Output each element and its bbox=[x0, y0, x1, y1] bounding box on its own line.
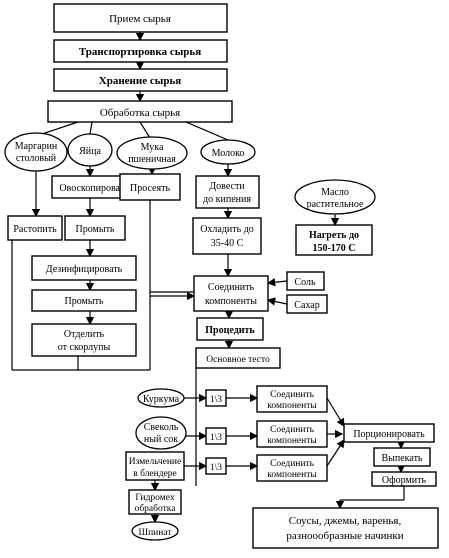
box-obrabotka-label: Обработка сырья bbox=[100, 107, 180, 119]
box-priem-label: Прием сырья bbox=[109, 13, 171, 25]
ellipse-maslo-line2: растительное bbox=[307, 199, 364, 210]
box-ratio-1: 1\3 bbox=[205, 389, 227, 407]
box-promyt2: Промыть bbox=[31, 289, 137, 312]
box-soedinit-line1: Соединить bbox=[208, 282, 255, 293]
box-izmel: Измельчение в блендере bbox=[125, 451, 185, 481]
box-soedinit-2: Соединить компоненты bbox=[256, 420, 328, 448]
ellipse-maslo-line1: Масло bbox=[321, 187, 349, 198]
ellipse-kurkuma: Куркума bbox=[137, 388, 185, 408]
box-proseyat-label: Просеять bbox=[130, 183, 170, 194]
box-priem: Прием сырья bbox=[53, 3, 228, 33]
ellipse-yaica-label: Яйца bbox=[79, 146, 101, 157]
box-vypekat: Выпекать bbox=[373, 447, 431, 467]
box-soedinit-3-line2: компоненты bbox=[267, 470, 317, 480]
ellipse-svekla: Свеколь ный сок bbox=[135, 416, 187, 450]
box-soedinit-line2: компоненты bbox=[205, 296, 257, 307]
box-promyt2-label: Промыть bbox=[64, 296, 103, 307]
box-sol: Соль bbox=[286, 271, 325, 291]
box-sahar-label: Сахар bbox=[294, 300, 319, 311]
box-soedinit-main: Соединить компоненты bbox=[193, 275, 269, 312]
ellipse-moloko: Молоко bbox=[200, 139, 256, 165]
ellipse-maslo: Масло растительное bbox=[294, 179, 376, 215]
box-dovesti-line1: Довести bbox=[209, 181, 245, 192]
ellipse-shpinat: Шпинат bbox=[131, 521, 179, 541]
box-dezinf-label: Дезинфицировать bbox=[46, 264, 123, 275]
box-dezinf: Дезинфицировать bbox=[31, 255, 137, 281]
box-proseyat: Просеять bbox=[119, 173, 181, 201]
box-soedinit-2-line1: Соединить bbox=[270, 425, 315, 435]
box-gidro-line2: обработка bbox=[135, 503, 177, 514]
box-izmel-line2: в блендере bbox=[133, 468, 177, 479]
box-transport: Транспортировка сырья bbox=[53, 39, 228, 63]
box-nagret-line2: 150-170 С bbox=[312, 243, 355, 254]
box-sousy-line2: разноообразные начинки bbox=[286, 530, 403, 542]
ellipse-shpinat-label: Шпинат bbox=[139, 528, 173, 538]
ellipse-yaica: Яйца bbox=[67, 133, 113, 167]
box-izmel-line1: Измельчение bbox=[129, 457, 181, 467]
box-soedinit-1-line2: компоненты bbox=[267, 401, 317, 411]
box-osnovnoe: Основное тесто bbox=[195, 347, 281, 369]
box-rastopit: Растопить bbox=[7, 215, 63, 241]
box-ohladit-line2: 35-40 С bbox=[211, 238, 244, 249]
ellipse-muka-line1: Мука bbox=[141, 142, 164, 153]
ellipse-kurkuma-label: Куркума bbox=[143, 394, 180, 405]
box-nagret: Нагреть до 150-170 С bbox=[295, 224, 373, 256]
box-osnovnoe-label: Основное тесто bbox=[206, 355, 270, 365]
box-soedinit-3: Соединить компоненты bbox=[256, 454, 328, 482]
box-sousy: Соусы, джемы, варенья, разноообразные на… bbox=[252, 507, 439, 549]
ellipse-margarin: Маргарин столовый bbox=[4, 132, 68, 172]
box-soedinit-2-line2: компоненты bbox=[267, 436, 317, 446]
box-ratio-3-label: 1\3 bbox=[210, 463, 222, 473]
box-soedinit-1-line1: Соединить bbox=[270, 390, 315, 400]
ellipse-moloko-label: Молоко bbox=[212, 148, 245, 159]
ellipse-muka: Мука пшеничная bbox=[116, 136, 188, 170]
box-ohladit-line1: Охладить до bbox=[200, 224, 254, 235]
box-oformit-label: Оформить bbox=[382, 475, 427, 486]
box-hranenie-label: Хранение сырья bbox=[99, 75, 181, 87]
box-rastopit-label: Растопить bbox=[13, 224, 57, 235]
box-porcion: Порционировать bbox=[343, 423, 435, 443]
box-sahar: Сахар bbox=[286, 294, 328, 314]
box-otdelit-line1: Отделить bbox=[64, 329, 105, 340]
ellipse-muka-line2: пшеничная bbox=[128, 154, 176, 165]
box-porcion-label: Порционировать bbox=[353, 429, 425, 440]
box-ratio-3: 1\3 bbox=[205, 457, 227, 475]
box-hranenie: Хранение сырья bbox=[53, 68, 228, 92]
box-promyt1-label: Промыть bbox=[75, 224, 114, 235]
box-soedinit-1: Соединить компоненты bbox=[256, 385, 328, 413]
box-dovesti-line2: до кипения bbox=[203, 194, 251, 205]
box-otdelit-line2: от скорлупы bbox=[58, 342, 111, 353]
box-procedit: Процедить bbox=[196, 317, 264, 341]
ellipse-margarin-line2: столовый bbox=[16, 153, 57, 164]
box-promyt1: Промыть bbox=[64, 215, 126, 241]
connectors bbox=[11, 32, 406, 524]
box-ohladit: Охладить до 35-40 С bbox=[192, 217, 262, 255]
box-oformit: Оформить bbox=[371, 471, 437, 487]
box-ratio-2-label: 1\3 bbox=[210, 433, 222, 443]
ellipse-svekla-line2: ный сок bbox=[144, 434, 178, 445]
box-obrabotka: Обработка сырья bbox=[47, 100, 233, 123]
box-nagret-line1: Нагреть до bbox=[309, 230, 359, 241]
box-dovesti: Довести до кипения bbox=[195, 175, 260, 209]
box-otdelit: Отделить от скорлупы bbox=[31, 323, 137, 357]
box-sousy-line1: Соусы, джемы, варенья, bbox=[289, 515, 402, 527]
box-soedinit-3-line1: Соединить bbox=[270, 459, 315, 469]
box-gidro: Гидромех обработка bbox=[128, 489, 182, 515]
ellipse-svekla-line1: Свеколь bbox=[144, 422, 179, 433]
ellipse-margarin-line1: Маргарин bbox=[15, 141, 58, 152]
box-ratio-2: 1\3 bbox=[205, 427, 227, 445]
box-sol-label: Соль bbox=[294, 277, 316, 288]
box-vypekat-label: Выпекать bbox=[382, 453, 423, 464]
box-procedit-label: Процедить bbox=[205, 325, 255, 336]
box-gidro-line1: Гидромех bbox=[135, 493, 174, 503]
box-ratio-1-label: 1\3 bbox=[210, 395, 222, 405]
box-ovoskop-label: Овоскопировать bbox=[59, 183, 129, 194]
box-transport-label: Транспортировка сырья bbox=[79, 46, 201, 58]
